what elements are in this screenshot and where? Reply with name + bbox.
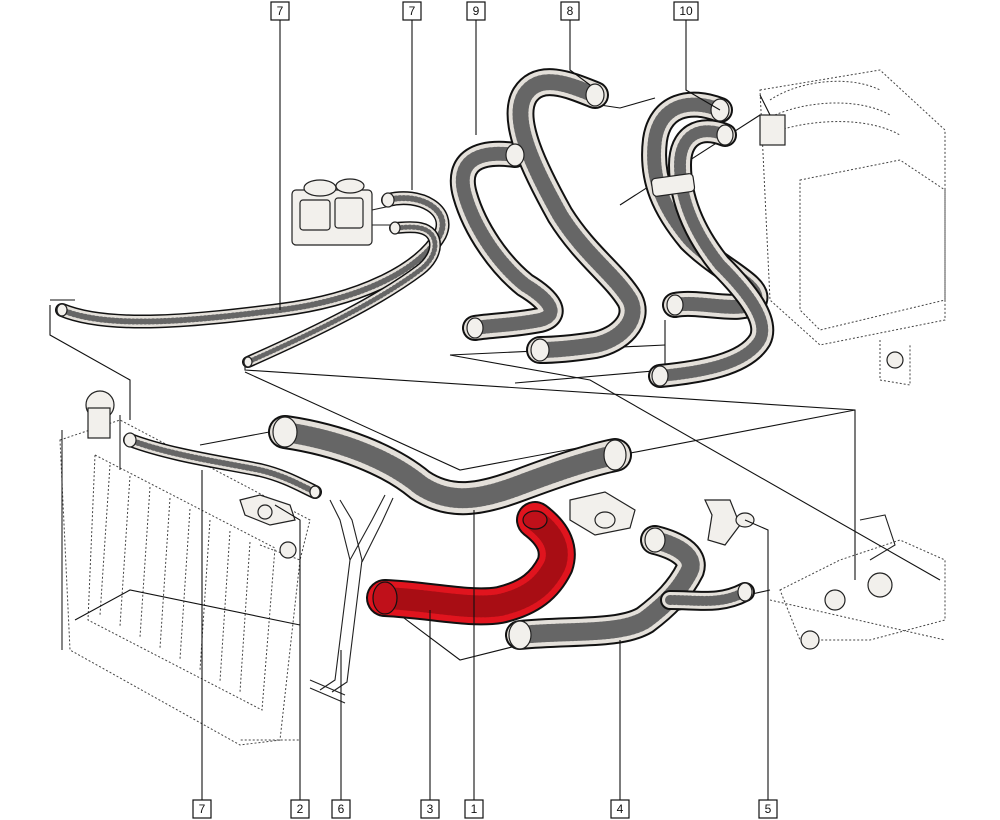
callout-label: 5 [765, 802, 772, 816]
hose-9 [450, 140, 564, 341]
callout-1: 1 [464, 799, 484, 819]
callout-7-top-a: 7 [270, 1, 290, 21]
expansion-tank [759, 69, 946, 386]
throttle-body [291, 178, 396, 246]
callout-5: 5 [758, 799, 778, 819]
callouts-top: 7 7 9 8 10 [270, 1, 699, 21]
callout-label: 4 [617, 802, 624, 816]
callout-label: 2 [297, 802, 304, 816]
callout-6: 6 [331, 799, 351, 819]
callout-label: 9 [473, 4, 480, 18]
callout-label: 6 [338, 802, 345, 816]
hose-7-short [242, 221, 441, 368]
fittings [239, 491, 755, 546]
callout-leaders [201, 20, 769, 800]
callout-label: 3 [427, 802, 434, 816]
callout-label: 1 [471, 802, 478, 816]
hose-8 [506, 68, 647, 364]
frame-lines [49, 94, 941, 661]
callout-10: 10 [673, 1, 699, 21]
background-parts [59, 69, 946, 746]
callouts-bottom: 7 2 6 3 1 4 5 [192, 799, 778, 819]
hoses [55, 68, 775, 650]
hose-ends [56, 83, 753, 650]
callout-label: 7 [199, 802, 206, 816]
callout-7-top-b: 7 [402, 1, 422, 21]
callout-8: 8 [560, 1, 580, 21]
hose-1 [268, 415, 632, 516]
hose-7-radiator [123, 433, 322, 499]
engine-bracket [769, 514, 946, 650]
callout-label: 10 [679, 4, 693, 18]
hose-3-highlighted [366, 501, 576, 626]
callout-7-bottom: 7 [192, 799, 212, 819]
hose-7-long [55, 191, 450, 329]
callout-9: 9 [466, 1, 486, 21]
callout-2: 2 [290, 799, 310, 819]
metal-pipe-6 [309, 494, 394, 704]
callout-label: 7 [277, 4, 284, 18]
callout-label: 7 [409, 4, 416, 18]
callout-3: 3 [420, 799, 440, 819]
hose-10 [641, 91, 775, 388]
radiator [59, 390, 311, 746]
callout-label: 8 [567, 4, 574, 18]
callout-4: 4 [610, 799, 630, 819]
